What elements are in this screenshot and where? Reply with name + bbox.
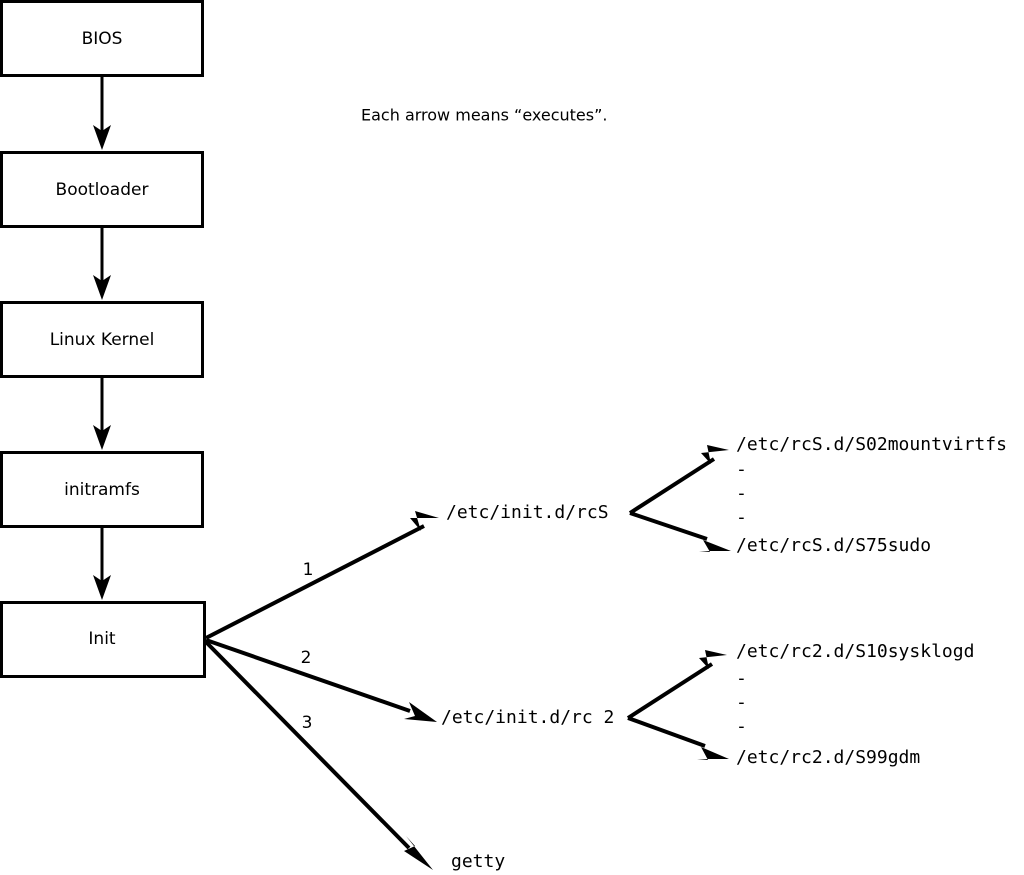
arrow-head bbox=[93, 575, 111, 600]
node-init: Init bbox=[0, 601, 206, 678]
arrow-head bbox=[93, 125, 111, 150]
label-getty: getty bbox=[451, 851, 505, 872]
branch-number-3: 3 bbox=[302, 713, 313, 733]
node-bios-label: BIOS bbox=[82, 29, 123, 49]
node-init-rect bbox=[0, 601, 206, 678]
label-rc2-last-script: /etc/rc2.d/S99gdm bbox=[736, 747, 920, 768]
label-etc-initd-rcs: /etc/init.d/rcS bbox=[446, 502, 609, 523]
branch-number-1: 1 bbox=[303, 560, 314, 580]
rcs-ellipsis-dash-1: - bbox=[736, 459, 747, 480]
node-linux-kernel-label: Linux Kernel bbox=[50, 330, 155, 350]
label-rcs-last-script: /etc/rcS.d/S75sudo bbox=[736, 535, 931, 556]
arrow-shaft bbox=[204, 640, 411, 850]
legend-note: Each arrow means “executes”. bbox=[361, 106, 607, 125]
arrow-head bbox=[410, 511, 439, 531]
arrow-rcs-to-last-script bbox=[629, 511, 731, 552]
arrow-shaft bbox=[627, 716, 706, 748]
arrow-head bbox=[93, 275, 111, 300]
arrow-shaft bbox=[205, 524, 425, 640]
arrow-head bbox=[699, 650, 727, 669]
arrow-shaft bbox=[205, 638, 411, 713]
label-rcs-first-script: /etc/rcS.d/S02mountvirtfs bbox=[736, 434, 1007, 455]
rc2-ellipsis-dash-2: - bbox=[736, 692, 747, 713]
arrow-init-to-rcs bbox=[205, 511, 439, 640]
node-linux-kernel-rect bbox=[0, 301, 204, 378]
arrow-rc2-to-last-script bbox=[627, 716, 729, 760]
node-bios: BIOS bbox=[0, 0, 204, 77]
node-bios-rect bbox=[0, 0, 204, 77]
arrow-head bbox=[697, 747, 729, 760]
arrow-init-to-getty bbox=[204, 640, 433, 870]
arrow-rcs-to-first-script bbox=[628, 445, 729, 515]
arrow-init-to-rc2 bbox=[205, 638, 437, 722]
arrow-head bbox=[93, 425, 111, 450]
arrow-head bbox=[404, 836, 433, 870]
rc2-ellipsis-dash-1: - bbox=[736, 668, 747, 689]
arrow-head bbox=[404, 702, 437, 722]
node-bootloader-rect bbox=[0, 151, 204, 228]
node-bootloader: Bootloader bbox=[0, 151, 204, 228]
node-initramfs-label: initramfs bbox=[64, 480, 140, 500]
node-init-label: Init bbox=[88, 629, 116, 649]
arrow-bootloader-to-kernel bbox=[93, 227, 111, 300]
arrow-kernel-to-initramfs bbox=[93, 377, 111, 450]
arrow-shaft bbox=[628, 457, 716, 515]
arrow-head bbox=[699, 540, 731, 552]
node-initramfs-rect bbox=[0, 451, 204, 528]
rcs-ellipsis-dash-3: - bbox=[736, 507, 747, 528]
node-linux-kernel: Linux Kernel bbox=[0, 301, 204, 378]
arrow-bios-to-bootloader bbox=[93, 76, 111, 150]
arrow-shaft bbox=[629, 511, 708, 541]
rcs-ellipsis-dash-2: - bbox=[736, 483, 747, 504]
arrow-rc2-to-first-script bbox=[626, 650, 727, 720]
label-etc-initd-rc2: /etc/init.d/rc 2 bbox=[441, 707, 614, 728]
node-initramfs: initramfs bbox=[0, 451, 204, 528]
arrow-shaft bbox=[626, 662, 714, 720]
node-bootloader-label: Bootloader bbox=[56, 180, 149, 200]
label-rc2-first-script: /etc/rc2.d/S10sysklogd bbox=[736, 641, 974, 662]
rc2-ellipsis-dash-3: - bbox=[736, 716, 747, 737]
branch-number-2: 2 bbox=[301, 648, 312, 668]
arrow-head bbox=[701, 445, 729, 464]
arrow-initramfs-to-init bbox=[93, 527, 111, 600]
